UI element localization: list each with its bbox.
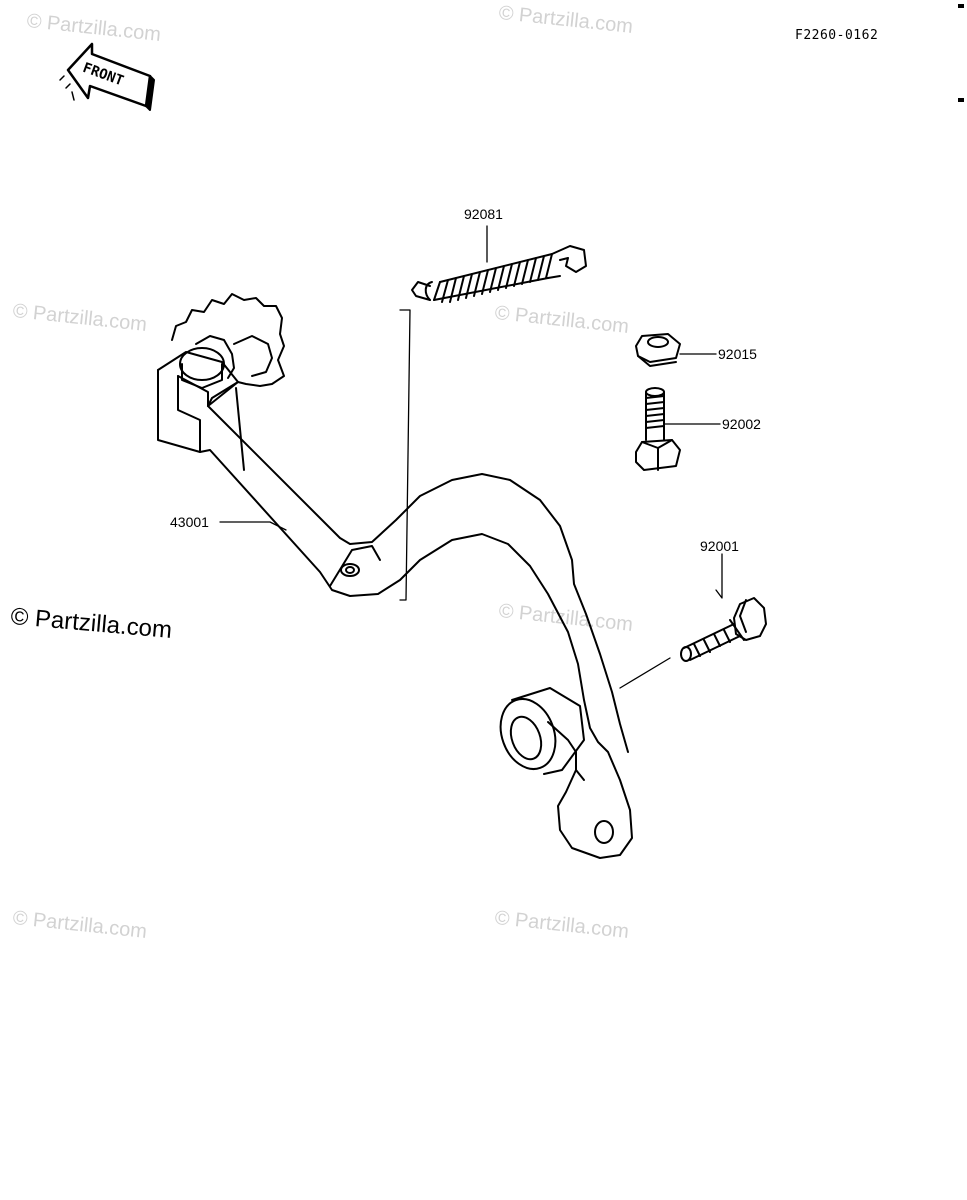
foot-peg: [171, 293, 285, 389]
front-arrow-icon: [59, 42, 155, 111]
edge-mark: [958, 98, 964, 102]
part-label-92002: 92002: [722, 416, 761, 432]
part-label-43001: 43001: [170, 514, 209, 530]
part-label-92081: 92081: [464, 206, 503, 222]
diagram-code: F2260-0162: [795, 28, 879, 43]
bolt-92002: [635, 387, 681, 471]
edge-mark: [958, 4, 964, 8]
part-label-92001: 92001: [700, 538, 739, 554]
nut-92015: [635, 333, 681, 367]
part-label-92015: 92015: [718, 346, 757, 362]
return-spring: [411, 245, 587, 303]
bolt-92001: [680, 597, 767, 662]
brake-pedal-arm: [157, 351, 633, 859]
